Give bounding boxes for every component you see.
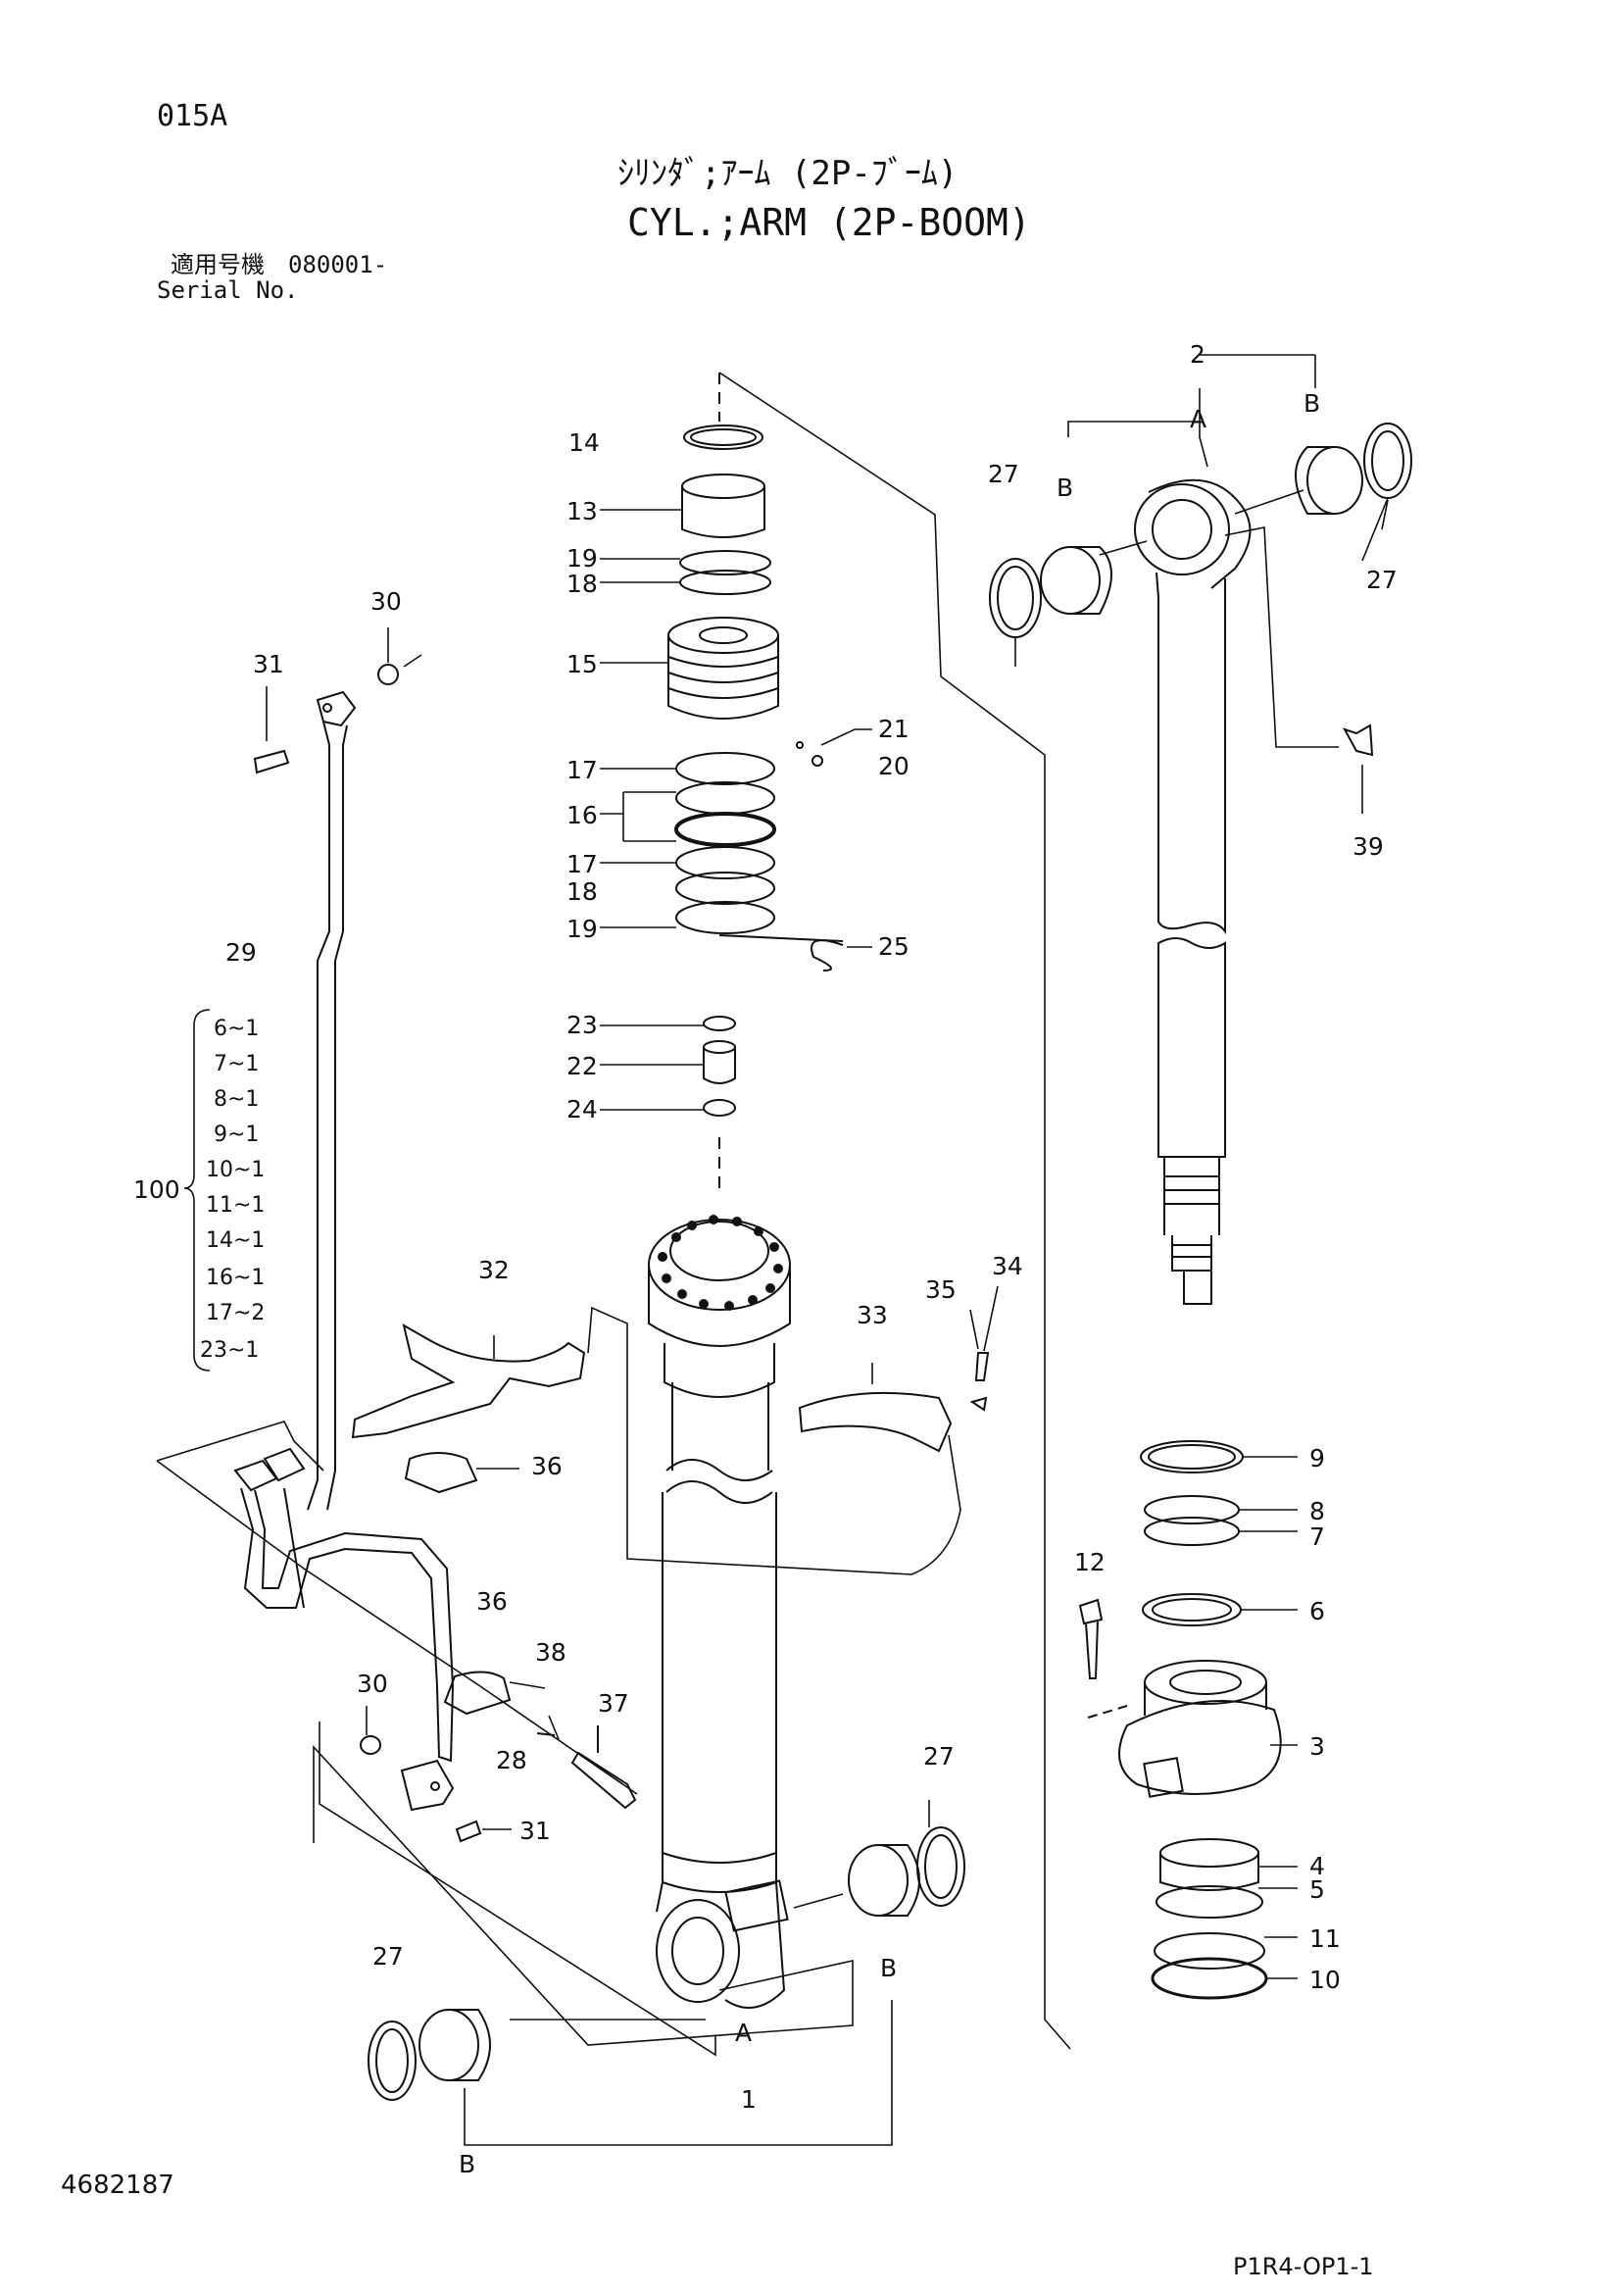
callout-27: 27 xyxy=(1366,566,1398,594)
callout-33: 33 xyxy=(857,1301,888,1329)
callout-1: 1 xyxy=(741,2085,757,2114)
callout-23: 23 xyxy=(566,1011,598,1039)
callout-5: 5 xyxy=(1309,1875,1325,1904)
callout-labels: 14 13 19 18 15 17 16 17 18 19 23 22 24 2… xyxy=(133,340,1398,2178)
callout-27: 27 xyxy=(923,1742,955,1771)
page-code: 015A xyxy=(157,99,228,133)
kit-item: 6~1 xyxy=(214,1017,259,1041)
callout-24: 24 xyxy=(566,1095,598,1123)
callout-37: 37 xyxy=(598,1689,629,1718)
title-japanese: ｼﾘﾝﾀﾞ;ｱｰﾑ (2P-ﾌﾞｰﾑ) xyxy=(617,154,959,193)
rod-assembly xyxy=(989,354,1412,1305)
callout-17: 17 xyxy=(566,756,598,784)
kit-item: 23~1 xyxy=(200,1338,259,1363)
title-english: CYL.;ARM (2P-BOOM) xyxy=(627,201,1031,244)
kit-item: 14~1 xyxy=(206,1228,265,1253)
serial-label-english: Serial No. xyxy=(157,276,299,304)
callout-6: 6 xyxy=(1309,1597,1325,1625)
bottom-bushings xyxy=(313,1744,965,2146)
document-number: 4682187 xyxy=(61,2171,174,2200)
callout-32: 32 xyxy=(478,1256,510,1284)
clamps xyxy=(351,1285,999,1810)
callout-B: B xyxy=(1057,474,1073,502)
callout-39: 39 xyxy=(1352,832,1384,861)
kit-item: 8~1 xyxy=(214,1087,259,1112)
cylinder-tube xyxy=(648,1215,791,2009)
kit-item: 17~2 xyxy=(206,1301,265,1325)
callout-28: 28 xyxy=(496,1746,527,1774)
callout-27: 27 xyxy=(988,460,1019,488)
callout-8: 8 xyxy=(1309,1497,1325,1525)
page-reference: P1R4-OP1-1 xyxy=(1233,2253,1374,2280)
callout-B: B xyxy=(1303,389,1320,418)
kit-item: 10~1 xyxy=(206,1158,265,1182)
callout-34: 34 xyxy=(992,1252,1023,1280)
callout-7: 7 xyxy=(1309,1522,1325,1551)
kit-number: 100 xyxy=(133,1175,180,1204)
pipes xyxy=(156,627,716,2057)
kit-item: 7~1 xyxy=(214,1052,259,1076)
center-parts xyxy=(667,373,844,1196)
kit-item: 11~1 xyxy=(206,1193,265,1218)
callout-21: 21 xyxy=(878,715,910,743)
callout-12: 12 xyxy=(1074,1548,1106,1576)
callout-13: 13 xyxy=(566,497,598,525)
callout-38: 38 xyxy=(535,1638,566,1667)
callout-19: 19 xyxy=(566,544,598,573)
callout-29: 29 xyxy=(225,938,257,967)
callout-9: 9 xyxy=(1309,1444,1325,1472)
serial-label-japanese: 適用号機 080001- xyxy=(171,251,388,278)
callout-14: 14 xyxy=(568,428,600,457)
callout-31: 31 xyxy=(519,1817,551,1845)
callout-A-top: A xyxy=(1190,405,1206,433)
callout-4: 4 xyxy=(1309,1852,1325,1880)
callout-18: 18 xyxy=(566,570,598,598)
rod-head xyxy=(1078,1440,1298,2000)
callout-30: 30 xyxy=(370,587,402,616)
callout-35: 35 xyxy=(925,1275,957,1304)
callout-30: 30 xyxy=(357,1670,388,1698)
callout-15: 15 xyxy=(566,650,598,678)
callout-11: 11 xyxy=(1309,1924,1341,1953)
kit-brace xyxy=(183,1009,211,1372)
callout-19: 19 xyxy=(566,915,598,943)
callout-36: 36 xyxy=(531,1452,563,1480)
kit-item: 9~1 xyxy=(214,1123,259,1147)
callout-B: B xyxy=(880,1954,897,1982)
callout-22: 22 xyxy=(566,1052,598,1080)
callout-A-bottom: A xyxy=(735,2019,752,2047)
callout-20: 20 xyxy=(878,752,910,780)
callout-17: 17 xyxy=(566,850,598,878)
callout-25: 25 xyxy=(878,932,910,961)
callout-B: B xyxy=(459,2150,475,2178)
kit-item: 16~1 xyxy=(206,1266,265,1290)
center-leaders xyxy=(600,372,1071,2050)
callout-16: 16 xyxy=(566,801,598,829)
callout-36: 36 xyxy=(476,1587,508,1616)
callout-3: 3 xyxy=(1309,1732,1325,1761)
callout-18: 18 xyxy=(566,877,598,906)
callout-31: 31 xyxy=(253,650,284,678)
callout-27: 27 xyxy=(372,1942,404,1971)
callout-2: 2 xyxy=(1190,340,1205,369)
callout-10: 10 xyxy=(1309,1966,1341,1994)
